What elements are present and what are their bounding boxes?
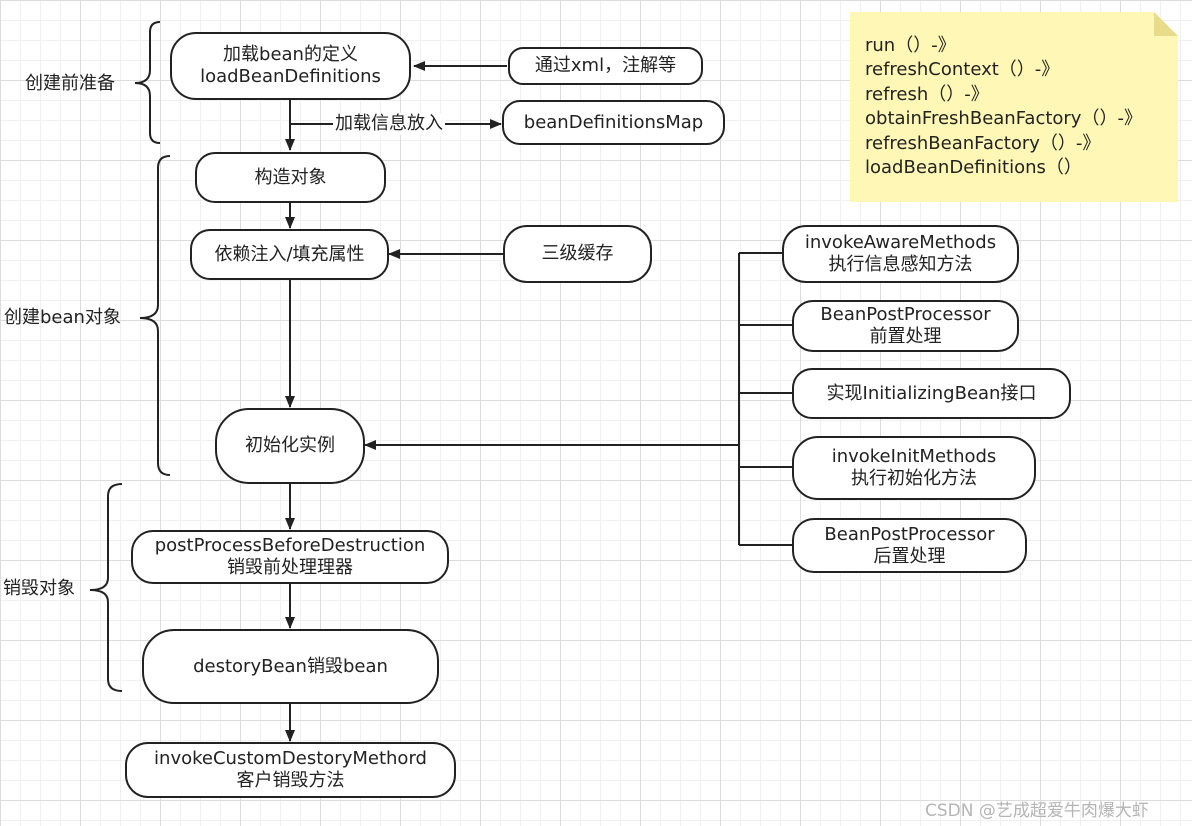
call-chain-note[interactable] <box>850 12 1178 202</box>
node-line: 后置处理 <box>873 545 946 567</box>
node-dependency-injection[interactable]: 依赖注入/填充属性 <box>190 229 389 280</box>
node-invoke-custom-destroy-method[interactable]: invokeCustomDestoryMethord 客户销毁方法 <box>125 742 456 798</box>
node-line: 通过xml，注解等 <box>534 55 677 76</box>
node-line: 加载bean的定义 <box>223 44 358 65</box>
node-bean-post-processor-after[interactable]: BeanPostProcessor 后置处理 <box>792 518 1027 573</box>
group-label-prepare: 创建前准备 <box>25 73 115 94</box>
node-invoke-aware-methods[interactable]: invokeAwareMethods 执行信息感知方法 <box>782 225 1019 283</box>
node-line: invokeInitMethods <box>831 446 997 467</box>
node-post-process-before-destruction[interactable]: postProcessBeforeDestruction 销毁前处理理器 <box>131 530 449 584</box>
node-invoke-init-methods[interactable]: invokeInitMethods 执行初始化方法 <box>792 436 1036 500</box>
node-bean-definitions-map[interactable]: beanDefinitionsMap <box>502 100 725 145</box>
node-load-bean-definitions[interactable]: 加载bean的定义 loadBeanDefinitions <box>170 32 411 100</box>
node-line: 实现InitializingBean接口 <box>826 382 1037 404</box>
node-line: 依赖注入/填充属性 <box>214 243 365 265</box>
node-line: 三级缓存 <box>541 243 614 264</box>
node-three-level-cache[interactable]: 三级缓存 <box>503 225 652 283</box>
note-line: refreshBeanFactory（）-》 <box>865 132 1101 154</box>
group-label-destroy: 销毁对象 <box>3 578 75 599</box>
node-line: loadBeanDefinitions <box>200 66 381 87</box>
note-line: run（）-》 <box>865 35 956 56</box>
node-line: 构造对象 <box>254 166 327 188</box>
node-line: 执行初始化方法 <box>851 468 977 489</box>
brace-destroy <box>89 483 123 692</box>
note-line: loadBeanDefinitions（） <box>865 157 1082 179</box>
node-initializing-bean[interactable]: 实现InitializingBean接口 <box>792 368 1071 419</box>
node-line: 销毁前处理理器 <box>227 557 353 578</box>
node-line: 客户销毁方法 <box>236 770 345 791</box>
node-line: 前置处理 <box>869 326 942 347</box>
node-line: invokeAwareMethods <box>804 232 997 253</box>
node-line: BeanPostProcessor <box>824 523 995 545</box>
node-line: 初始化实例 <box>245 435 335 456</box>
node-line: invokeCustomDestoryMethord <box>154 748 427 769</box>
node-line: beanDefinitionsMap <box>523 111 704 133</box>
watermark: CSDN @艺成超爱牛肉爆大虾 <box>925 801 1149 821</box>
brace-create <box>139 155 171 476</box>
node-line: 执行信息感知方法 <box>828 254 973 275</box>
node-line: BeanPostProcessor <box>820 304 991 325</box>
group-label-create: 创建bean对象 <box>4 307 121 328</box>
node-xml-annotation[interactable]: 通过xml，注解等 <box>508 47 703 85</box>
note-line: refreshContext（）-》 <box>865 59 1060 81</box>
edge-label-put-info: 加载信息放入 <box>333 113 445 135</box>
node-initialize-instance[interactable]: 初始化实例 <box>215 408 365 484</box>
call-chain-note-text: run（）-》 refreshContext（）-》 refresh（）-》 o… <box>865 34 1142 180</box>
note-line: refresh（）-》 <box>865 83 989 105</box>
note-line: obtainFreshBeanFactory（）-》 <box>865 108 1142 130</box>
node-construct-object[interactable]: 构造对象 <box>195 152 386 203</box>
node-bean-post-processor-before[interactable]: BeanPostProcessor 前置处理 <box>792 300 1019 352</box>
brace-prepare <box>134 21 161 144</box>
node-line: postProcessBeforeDestruction <box>154 535 426 556</box>
node-line: destoryBean销毁bean <box>193 655 388 677</box>
node-destroy-bean[interactable]: destoryBean销毁bean <box>142 629 439 704</box>
